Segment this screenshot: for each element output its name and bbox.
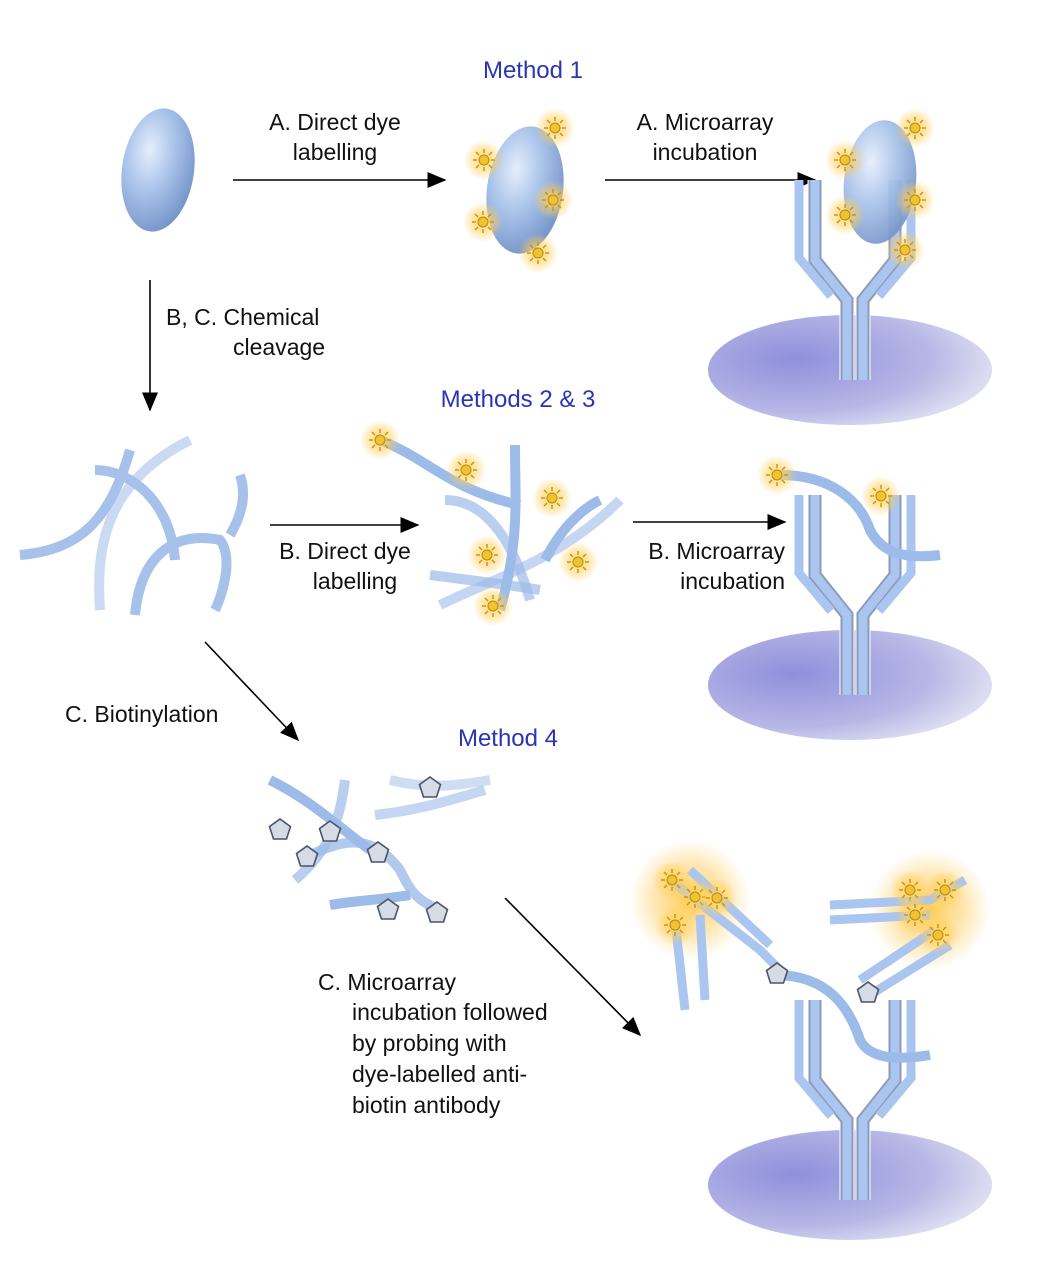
method-4-title: Method 4 (458, 725, 558, 752)
biotinylated-fragments (267, 775, 491, 923)
step-c-incubation-line1: C. Microarray (318, 969, 457, 995)
step-a-labelling-line1: A. Direct dye (269, 109, 401, 135)
intact-protein (121, 108, 195, 232)
step-b-incubation-line2: incubation (680, 568, 785, 594)
step-b-labelling-line1: B. Direct dye (279, 538, 411, 564)
step-c-biotinylation: C. Biotinylation (65, 701, 218, 727)
microarray-spot-2 (708, 454, 992, 740)
arrow-biotinylation (204, 641, 300, 742)
peptide-fragments (19, 435, 248, 616)
arrow-c-incubation (504, 897, 642, 1037)
step-b-incubation-line1: B. Microarray (648, 538, 785, 564)
step-c-incubation-line4: dye-labelled anti- (352, 1061, 527, 1087)
step-c-incubation-line2: incubation followed (352, 999, 548, 1025)
method-1-title: Method 1 (483, 57, 583, 84)
step-bc-cleavage-line1: B, C. Chemical (166, 304, 319, 330)
step-c-incubation-line5: biotin antibody (352, 1092, 501, 1118)
dye-labelled-fragments (359, 419, 624, 627)
dye-labelled-protein (462, 107, 576, 274)
step-c-incubation-line3: by probing with (352, 1030, 507, 1056)
step-a-labelling-line2: labelling (293, 139, 377, 165)
methods-2-3-title: Methods 2 & 3 (441, 386, 596, 413)
microarray-spot-1 (708, 107, 992, 425)
step-a-incubation-line2: incubation (653, 139, 758, 165)
microarray-spot-3 (630, 840, 992, 1240)
step-bc-cleavage-line2: cleavage (233, 334, 325, 360)
step-b-labelling-line2: labelling (313, 568, 397, 594)
step-a-incubation-line1: A. Microarray (637, 109, 774, 135)
